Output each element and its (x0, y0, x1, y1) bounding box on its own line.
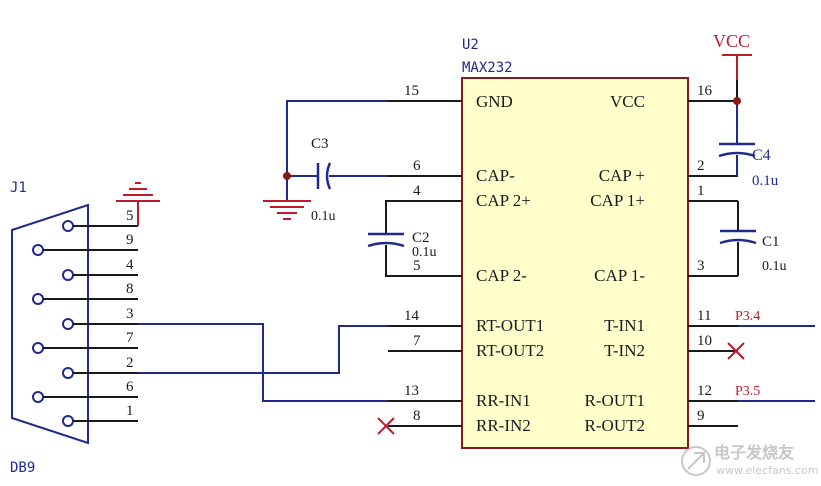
db9-pins: 5 9 4 8 3 7 2 6 1 (32, 208, 138, 427)
cap-c2-ref: C2 (412, 230, 430, 246)
cap-c3-symbol (316, 162, 332, 190)
db9-pin-num-4: 4 (126, 257, 134, 273)
db9-pin-num-3: 3 (126, 306, 134, 322)
pin-num-4: 4 (413, 183, 421, 199)
wire-gnd-pin15 (286, 100, 388, 176)
db9-pin-num-2: 2 (126, 355, 134, 371)
cap-c4-value: 0.1u (752, 173, 779, 189)
cap-c1-ref: C1 (762, 234, 780, 250)
pin-name-cap-minus: CAP- (476, 166, 515, 185)
pin-name-cap-plus: CAP + (599, 166, 645, 185)
pin-num-15: 15 (404, 83, 419, 99)
db9-pin-num-8: 8 (126, 281, 134, 297)
pin-num-13: 13 (404, 383, 419, 399)
pin-name-cap2-minus: CAP 2- (476, 266, 527, 285)
db9-pin-num-7: 7 (126, 330, 134, 346)
pin-name-rr-in2: RR-IN2 (476, 416, 531, 435)
ground-symbol-c3 (263, 200, 311, 220)
pin-name-cap2-plus: CAP 2+ (476, 191, 531, 210)
db9-pin-circle-2 (62, 367, 74, 379)
no-connect-pin8 (377, 417, 395, 435)
junction-vcc (733, 97, 741, 105)
cap-c1-value: 0.1u (762, 259, 787, 274)
db9-pin-circle-4 (62, 269, 74, 281)
pin-name-cap1-plus: CAP 1+ (590, 191, 645, 210)
cap-c2-value: 0.1u (412, 245, 437, 260)
db9-pin-circle-5 (62, 220, 74, 232)
pin-num-8: 8 (413, 408, 421, 424)
db9-pin-circle-8 (32, 293, 44, 305)
junction-gnd (283, 172, 291, 180)
pin-num-7: 7 (413, 333, 421, 349)
wire-db9-pin3-to-rr-in1 (138, 323, 388, 402)
connector-type: DB9 (10, 460, 35, 476)
pin-name-rt-out2: RT-OUT2 (476, 341, 544, 360)
watermark: 电子发烧友 www.elecfans.com (681, 443, 818, 477)
chip-part: MAX232 (462, 60, 513, 76)
pin-name-gnd: GND (476, 92, 513, 111)
cap-c1-symbol (719, 229, 757, 245)
pin-num-16: 16 (697, 83, 713, 99)
db9-pin-circle-6 (32, 391, 44, 403)
chip-ref: U2 (462, 37, 479, 53)
cap-c4-symbol (718, 142, 756, 158)
connector-ref: J1 (10, 180, 27, 196)
pin-num-3: 3 (697, 258, 705, 274)
max232-body (461, 77, 689, 449)
pin-num-12: 12 (697, 383, 712, 399)
cap-c4-ref: C4 (752, 147, 771, 164)
ground-symbol-db9 (116, 182, 160, 226)
pin-num-9: 9 (697, 408, 705, 424)
pin-num-11: 11 (697, 308, 711, 324)
watermark-url: www.elecfans.com (716, 464, 818, 477)
vcc-label: VCC (713, 31, 750, 51)
cap-c3-ref: C3 (311, 136, 329, 152)
wire-c2-top (385, 200, 388, 233)
db9-shell (11, 203, 89, 445)
watermark-logo-icon (681, 446, 711, 476)
pin-name-t-in2: T-IN2 (604, 341, 645, 360)
wire-c2-bottom (385, 245, 388, 277)
pin-num-2: 2 (697, 158, 705, 174)
db9-pin-num-1: 1 (126, 403, 134, 419)
pin-name-t-in1: T-IN1 (604, 316, 645, 335)
pin-num-1: 1 (697, 183, 705, 199)
db9-pin-circle-3 (62, 318, 74, 330)
db9-pin-circle-7 (32, 342, 44, 354)
db9-pin-circle-1 (62, 415, 74, 427)
pin-name-r-out2: R-OUT2 (585, 416, 645, 435)
watermark-cn: 电子发烧友 (714, 443, 795, 462)
net-label-p34: P3.4 (735, 309, 760, 324)
pin-num-10: 10 (697, 333, 712, 349)
cap-c3-value: 0.1u (311, 209, 336, 224)
pin-name-rt-out1: RT-OUT1 (476, 316, 544, 335)
pin-name-r-out1: R-OUT1 (585, 391, 645, 410)
pin-name-vcc: VCC (610, 92, 645, 111)
pin-num-5: 5 (413, 258, 421, 274)
pin-num-6: 6 (413, 158, 421, 174)
cap-c2-symbol (367, 232, 405, 248)
pin-name-cap1-minus: CAP 1- (594, 266, 645, 285)
db9-pin-num-6: 6 (126, 379, 134, 395)
pin-name-rr-in1: RR-IN1 (476, 391, 531, 410)
wire-db9-pin2-to-rt-out1 (138, 325, 388, 374)
pin-num-14: 14 (404, 308, 420, 324)
db9-pin-num-5: 5 (126, 208, 134, 224)
net-label-p35: P3.5 (735, 384, 760, 399)
db9-pin-num-9: 9 (126, 232, 134, 248)
db9-pin-circle-9 (32, 244, 44, 256)
no-connect-pin10 (727, 342, 745, 360)
